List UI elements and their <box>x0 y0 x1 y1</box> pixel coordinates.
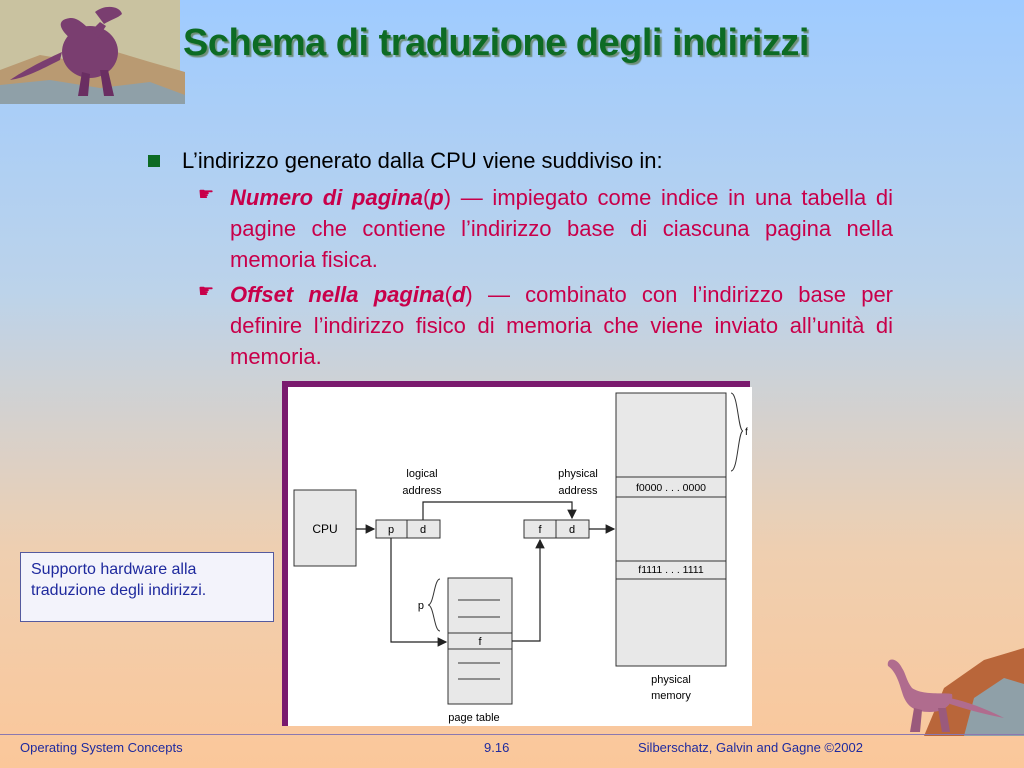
physical-memory-box <box>615 392 727 667</box>
footer-right: Silberschatz, Galvin and Gagne ©2002 <box>638 740 863 755</box>
offset-description: — combinato con l’indirizzo base per def… <box>230 282 894 369</box>
pointing-hand-icon: ☛ <box>198 184 215 204</box>
physical-f-label: f <box>538 524 542 536</box>
physical-address-line1: physical <box>558 468 598 480</box>
memory-f-label: f <box>745 427 748 438</box>
pointing-hand-icon: ☛ <box>198 281 215 301</box>
page-number-description: — impiegato come indice in una tabella d… <box>230 185 893 272</box>
dinosaur-decoration-top <box>0 0 185 104</box>
figure-caption: Supporto hardware alla traduzione degli … <box>20 552 274 622</box>
physical-memory-line1: physical <box>651 674 691 686</box>
physical-memory-line2: memory <box>651 690 691 702</box>
bullet-main: L’indirizzo generato dalla CPU viene sud… <box>148 148 898 174</box>
address-translation-diagram: CPU logical address p d physical address… <box>293 392 748 724</box>
var-p: p <box>430 185 444 210</box>
term-page-number: Numero di pagina <box>230 185 423 210</box>
sub-bullet-page-number: ☛ Numero di pagina(p) — impiegato come i… <box>198 184 893 272</box>
cpu-box <box>293 489 357 567</box>
cpu-label: CPU <box>312 522 337 536</box>
logical-d-label: d <box>420 524 426 536</box>
physical-address-line2: address <box>558 485 598 497</box>
square-bullet-icon <box>148 155 160 167</box>
sub-bullet-offset: ☛ Offset nella pagina(d) — combinato con… <box>198 281 894 369</box>
page-table-p-label: p <box>418 600 424 612</box>
footer-divider <box>0 734 1024 735</box>
physical-d-label: d <box>569 524 575 536</box>
bullet-list: L’indirizzo generato dalla CPU viene sud… <box>148 148 898 372</box>
memory-address-end: f1111 . . . 1111 <box>638 564 704 576</box>
footer-left: Operating System Concepts <box>20 740 183 755</box>
term-offset: Offset nella pagina <box>230 282 445 307</box>
diagram-canvas: CPU logical address p d physical address… <box>288 387 752 726</box>
page-table-f-label: f <box>478 636 482 648</box>
slide-title: Schema di traduzione degli indirizzi <box>183 22 809 64</box>
page-table-label: page table <box>448 712 499 724</box>
memory-address-start: f0000 . . . 0000 <box>636 482 706 494</box>
logical-address-line2: address <box>402 485 442 497</box>
bullet-main-text: L’indirizzo generato dalla CPU viene sud… <box>182 148 663 173</box>
var-d: d <box>451 282 466 307</box>
logical-p-label: p <box>388 524 394 536</box>
footer-page-number: 9.16 <box>484 740 510 755</box>
dinosaur-decoration-bottom <box>887 648 1024 736</box>
diagram-frame: CPU logical address p d physical address… <box>282 381 752 726</box>
logical-address-line1: logical <box>406 468 437 480</box>
